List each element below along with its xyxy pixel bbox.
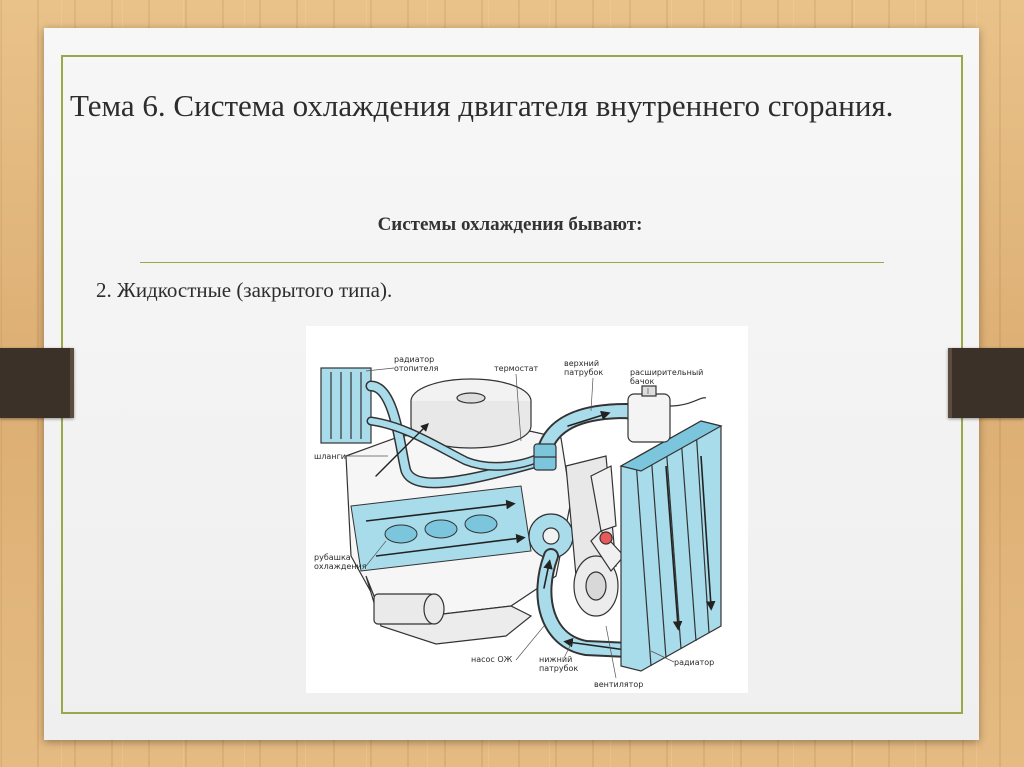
main-radiator — [619, 420, 723, 672]
heater-radiator — [320, 367, 372, 444]
label-cooling-jacket-1: рубашка — [314, 553, 351, 562]
cooling-system-diagram: радиатор отопителя термостат верхний пат… — [306, 326, 748, 693]
upper-hose — [538, 402, 659, 454]
list-item-liquid-closed: 2. Жидкостные (закрытого типа). — [96, 278, 393, 302]
cooling-jacket — [350, 485, 532, 572]
label-leaders — [346, 367, 675, 679]
label-lower-hose-1: нижний — [539, 655, 572, 664]
label-thermostat: термостат — [494, 364, 539, 373]
label-upper-hose-2: патрубок — [564, 368, 603, 377]
expansion-tank — [627, 385, 707, 443]
label-cooling-jacket-2: охлаждения — [314, 562, 367, 571]
label-expansion-tank-1: расширительный — [630, 368, 703, 377]
right-binder-clip — [948, 348, 1024, 418]
label-heater-radiator-2: отопителя — [394, 364, 439, 373]
slide-title: Тема 6. Система охлаждения двигателя вну… — [70, 88, 894, 123]
label-lower-hose-2: патрубок — [539, 664, 578, 673]
label-heater-radiator-1: радиатор — [394, 355, 434, 364]
coolant-hoses — [365, 380, 551, 489]
label-coolant-pump: насос ОЖ — [471, 655, 513, 664]
label-expansion-tank-2: бачок — [630, 377, 654, 386]
lower-hose — [536, 548, 659, 659]
thermostat — [533, 443, 557, 471]
cooling-fan — [590, 465, 625, 572]
air-filter — [410, 378, 532, 449]
divider-line — [140, 262, 884, 263]
slide-subtitle: Системы охлаждения бывают: — [377, 214, 643, 235]
label-upper-hose-1: верхний — [564, 359, 599, 368]
label-fan: вентилятор — [594, 680, 643, 689]
left-binder-clip — [0, 348, 74, 418]
starter-motor — [373, 593, 445, 625]
label-radiator: радиатор — [674, 658, 714, 667]
label-hoses: шланги — [314, 452, 346, 461]
